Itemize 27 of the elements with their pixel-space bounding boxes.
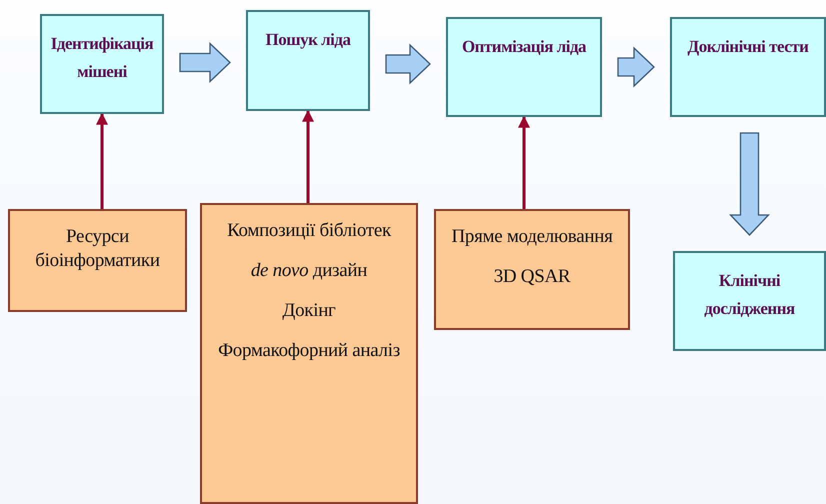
stage-box [670,17,826,117]
block-arrow [617,46,655,88]
stage-box [246,10,370,111]
stage-title: Пошук ліда [266,29,350,51]
arrow [518,116,530,209]
arrow [302,110,314,203]
stage-title: Клінічні дослідження [703,270,796,320]
stage-box [673,251,826,351]
block-arrow [728,132,770,236]
method-text: 3D QSAR [494,265,570,289]
method-text: Докінг [282,299,336,323]
method-text: Композиції бібліотек [227,219,391,243]
stage-box [40,14,164,114]
method-text: Пряме моделювання [451,225,613,249]
block-arrow [385,43,431,85]
stage-title: Ідентифікація мішені [50,33,154,83]
arrow [96,112,108,209]
stage-box [446,17,602,117]
stage-title: Доклінічні тести [688,36,808,58]
method-box [8,209,187,312]
method-text: Формакофорний аналіз [218,339,400,363]
method-box [200,203,418,504]
block-arrow [179,42,231,84]
method-text: Ресурси біоінформатики [34,225,161,273]
stage-title: Оптимізація ліда [462,36,586,58]
method-text: de novo дизайн [250,259,368,283]
method-box [434,209,630,330]
